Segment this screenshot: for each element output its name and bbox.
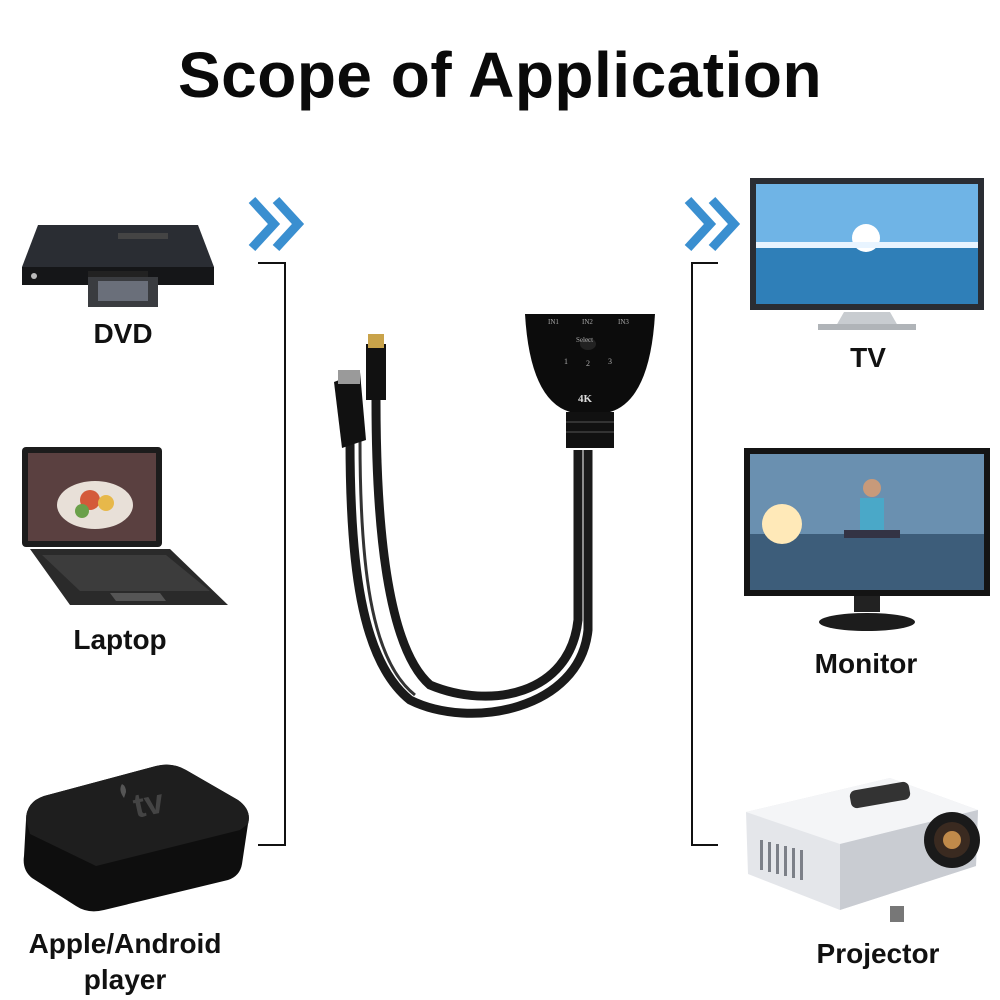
switch-select-label: Select — [576, 336, 593, 344]
apple-tv-box-icon: tv — [23, 764, 249, 912]
apple-android-label-line1: Apple/Android — [28, 928, 222, 959]
switch-port-in1: IN1 — [548, 318, 559, 326]
switch-number-1: 1 — [564, 357, 568, 366]
monitor-icon — [744, 448, 990, 631]
laptop-label: Laptop — [73, 624, 167, 655]
dvd-label: DVD — [93, 318, 153, 349]
dvd-player-icon — [22, 225, 214, 307]
switch-number-3: 3 — [608, 357, 612, 366]
laptop-icon — [22, 447, 228, 605]
tv-icon — [750, 178, 984, 330]
monitor-label: Monitor — [814, 648, 918, 679]
hdmi-switch-icon: IN1 IN2 IN3 Select 1 2 3 4K — [334, 314, 655, 718]
projector-icon — [746, 778, 980, 922]
left-chevron-icon — [248, 196, 305, 252]
switch-number-2: 2 — [586, 359, 590, 368]
switch-port-in3: IN3 — [618, 318, 629, 326]
tv-label: TV — [850, 342, 886, 373]
switch-4k-badge: 4K — [578, 393, 593, 405]
right-chevron-icon — [684, 196, 741, 252]
page-title: Scope of Application — [177, 39, 823, 111]
projector-label: Projector — [816, 938, 940, 969]
switch-port-in2: IN2 — [582, 318, 593, 326]
apple-android-label-line2: player — [83, 964, 167, 995]
